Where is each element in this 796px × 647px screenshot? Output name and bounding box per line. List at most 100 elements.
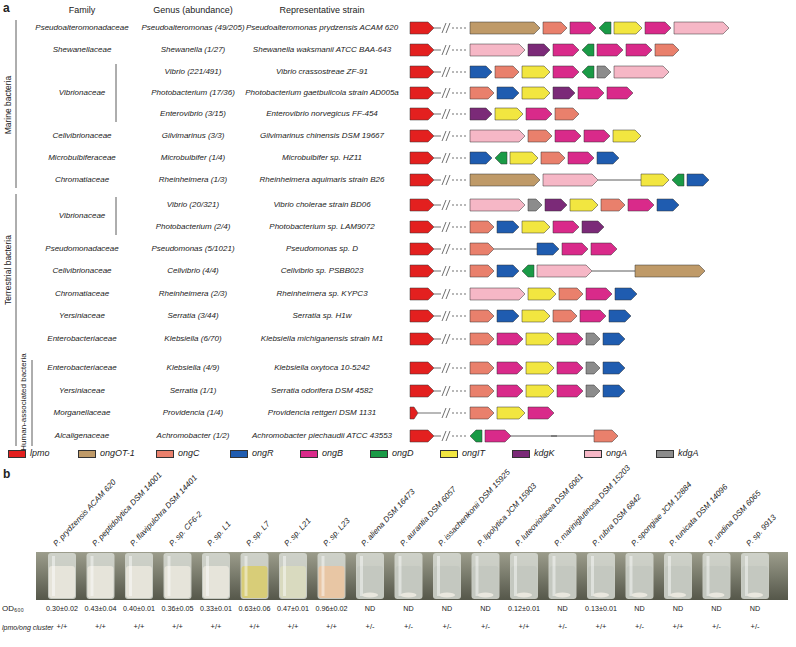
- gene-arrow: [555, 130, 581, 142]
- genus-name: Achromobacter (1/2): [157, 432, 230, 440]
- gene-arrow: [601, 199, 625, 211]
- break-line: [452, 249, 468, 250]
- tube-label: P. sp. L23: [322, 517, 352, 548]
- strain-name: Serratia odorifera DSM 4582: [271, 387, 373, 395]
- gene-arrow: [557, 362, 583, 374]
- gene-arrow: [570, 199, 598, 211]
- legend-text: ongIT: [462, 449, 485, 458]
- gene-arrow: [470, 199, 525, 211]
- gene-arrow: [470, 243, 494, 255]
- gene-arrow: [687, 174, 709, 186]
- legend-text: lpmo: [30, 449, 50, 458]
- genus-name: Gilvimarinus (3/3): [162, 132, 225, 140]
- gene-cluster: [410, 66, 669, 78]
- break-line: [434, 93, 441, 94]
- gene-arrow: [657, 199, 679, 211]
- cell-pellet: [632, 593, 648, 598]
- genus-name: Serratia (3/44): [167, 312, 218, 320]
- family-name: Vibrionaceae: [59, 212, 106, 220]
- tube-highlight: [168, 556, 171, 596]
- gene-arrow: [607, 87, 633, 99]
- gene-cluster: [410, 385, 625, 397]
- gene-arrow: [526, 108, 552, 120]
- genus-name: Rheinheimera (2/3): [159, 290, 227, 298]
- spacer-line: [494, 249, 540, 250]
- family-name: Chromatiaceae: [55, 290, 109, 298]
- tube-glass: [87, 553, 115, 599]
- gene-arrow: [528, 288, 556, 300]
- family-name: Pseudoalteromonadaceae: [35, 24, 128, 32]
- od-value: 0.36±0.05: [162, 605, 194, 612]
- tube-label: P. sp. L21: [283, 517, 313, 548]
- gene-arrow: [562, 243, 588, 255]
- gene-cluster: [410, 221, 604, 233]
- od-value: ND: [750, 605, 760, 612]
- gene-arrow: [410, 130, 434, 142]
- tube-label: P. mariniglutinosa DSM 15203: [553, 464, 632, 548]
- tube: [279, 553, 307, 599]
- break-line: [434, 28, 441, 29]
- tube-glass: [587, 553, 615, 599]
- gene-arrow: [626, 44, 652, 56]
- gene-arrow: [553, 44, 579, 56]
- panel-letter: a: [3, 2, 10, 14]
- gene-arrow: [555, 108, 579, 120]
- genus-name: Serratia (1/1): [170, 387, 217, 395]
- gene-arrow: [603, 385, 625, 397]
- family-name: Shewanellaceae: [53, 46, 112, 54]
- gene-arrow: [641, 174, 669, 186]
- break-mark: [442, 289, 446, 299]
- tube-glass: [703, 553, 731, 599]
- legend-swatch: [584, 450, 602, 458]
- family-name: Enterobacteriaceae: [47, 335, 116, 343]
- tube-glass: [510, 553, 538, 599]
- tube-label: P. spongiae JCM 12884: [630, 481, 693, 548]
- legend-swatch: [440, 450, 458, 458]
- gene-cluster: [410, 108, 579, 120]
- gene-arrow: [410, 362, 434, 374]
- tube-label: P. sp. CF6-2: [168, 510, 204, 548]
- tube: [87, 553, 115, 599]
- gene-arrow: [410, 66, 434, 78]
- gene-arrow: [497, 333, 523, 345]
- panel-letter: b: [3, 468, 10, 480]
- gene-arrow: [470, 265, 494, 277]
- bracket-line: [16, 20, 17, 188]
- tube-highlight: [476, 556, 479, 596]
- family-name: Yersiniaceae: [59, 387, 105, 395]
- tube-highlight: [322, 556, 325, 596]
- gene-cluster: [410, 362, 625, 374]
- break-line: [434, 271, 441, 272]
- gene-arrow: [470, 152, 492, 164]
- break-mark: [442, 200, 446, 210]
- cluster-status: +/-: [366, 623, 375, 631]
- column-header: Family: [69, 6, 96, 15]
- gene-arrow: [613, 130, 641, 142]
- break-line: [452, 368, 468, 369]
- tube-highlight: [630, 556, 633, 596]
- strain-name: Photobacterium gaetbulicola strain AD005…: [245, 89, 399, 97]
- tube-glass: [395, 553, 423, 599]
- gene-cluster: [410, 44, 679, 56]
- od-value: 0.96±0.02: [316, 605, 348, 612]
- gene-arrow: [470, 430, 482, 442]
- family-name: Cellvibrionaceae: [52, 267, 111, 275]
- tube: [510, 553, 538, 599]
- genus-name: Rheinheimera (1/3): [159, 176, 227, 184]
- gene-arrow: [537, 265, 592, 277]
- break-line: [452, 136, 468, 137]
- gene-arrow: [410, 44, 434, 56]
- tube-glass: [202, 553, 230, 599]
- gene-arrow: [410, 265, 434, 277]
- gene-arrow: [528, 44, 550, 56]
- tube-label: P. sp. L7: [245, 520, 272, 548]
- gene-arrow: [543, 174, 598, 186]
- gene-arrow: [526, 362, 554, 374]
- gene-arrow: [528, 407, 554, 419]
- genus-name: Klebsiella (4/9): [167, 364, 220, 372]
- bracket-line: [116, 64, 117, 122]
- gene-arrow: [410, 310, 434, 322]
- legend-text: kdgA: [678, 449, 699, 458]
